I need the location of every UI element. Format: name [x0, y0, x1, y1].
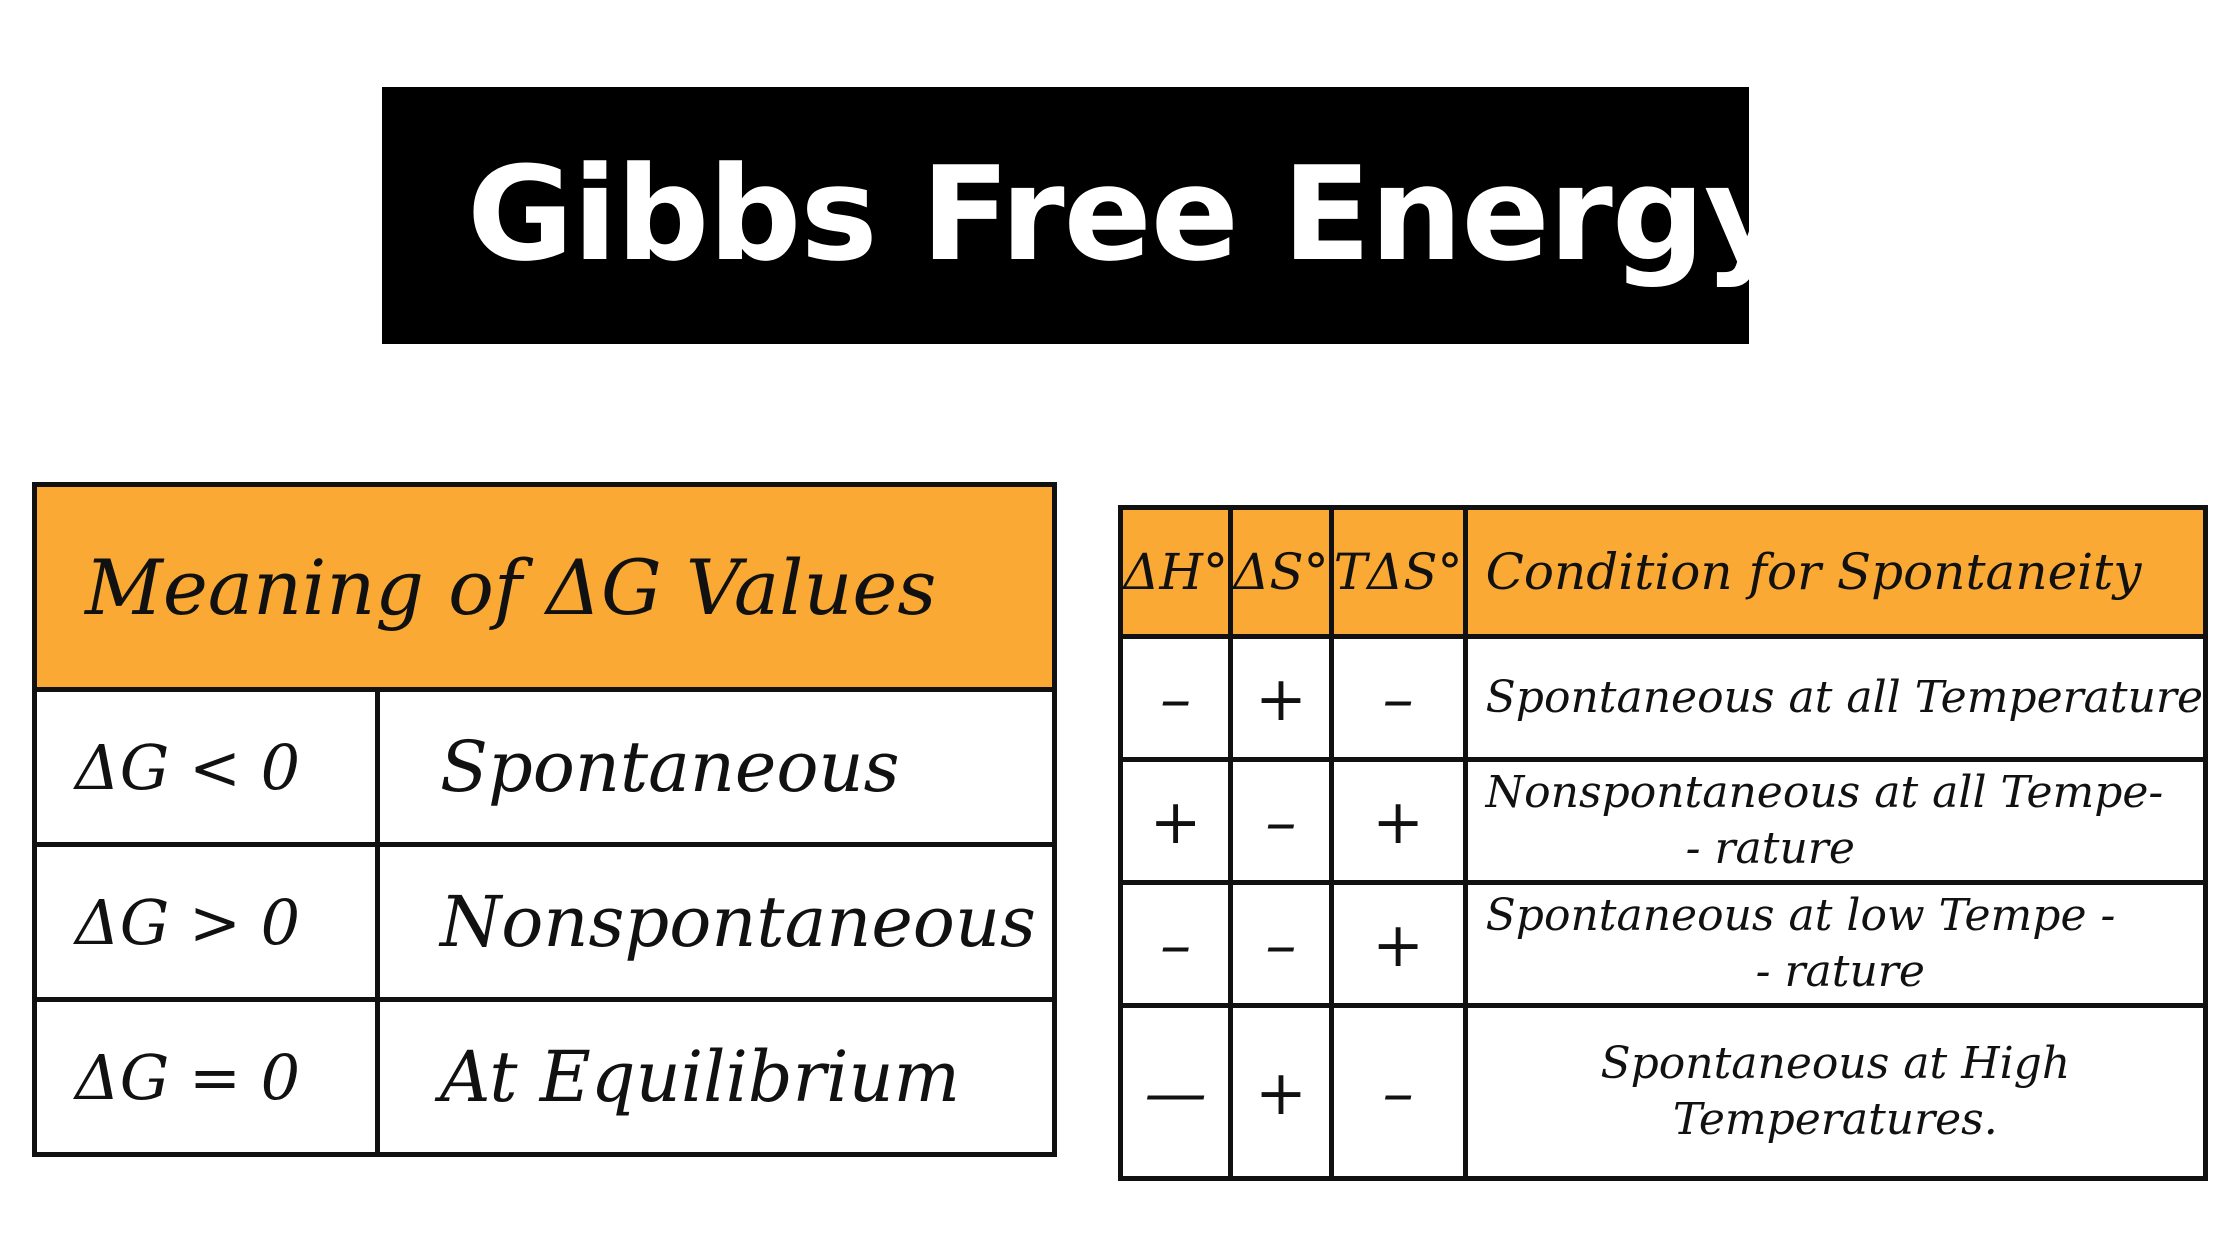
delta-h-cell: – [1117, 634, 1234, 762]
delta-s-cell: – [1228, 880, 1334, 1008]
delta-g-condition: ΔG > 0 [32, 842, 380, 1002]
delta-h-cell: – [1117, 880, 1234, 1008]
delta-s-cell: + [1228, 1003, 1334, 1181]
delta-g-table-header: Meaning of ΔG Values [32, 482, 1057, 692]
condition-text: Nonspontaneous at all Tempe- [1485, 767, 2164, 818]
table-row: – – + Spontaneous at low Tempe - - ratur… [1117, 880, 2209, 1008]
col-header-t-delta-s: TΔS° [1328, 505, 1468, 639]
table-row: — + – Spontaneous at High Temperatures. [1117, 1003, 2209, 1181]
condition-cell: Spontaneous at low Tempe - - rature [1462, 880, 2209, 1008]
delta-s-cell: – [1228, 757, 1334, 885]
condition-cell: Spontaneous at all Temperature [1462, 634, 2209, 762]
condition-text-continued: Temperatures. [1672, 1094, 1998, 1145]
table-row: ΔG > 0 Nonspontaneous [32, 842, 1057, 1002]
condition-text-continued: - rature [1685, 823, 1855, 874]
col-header-condition: Condition for Spontaneity [1462, 505, 2209, 639]
delta-g-meaning-table: Meaning of ΔG Values ΔG < 0 Spontaneous … [32, 482, 1057, 1157]
title-banner: Gibbs Free Energy [382, 87, 1789, 344]
delta-s-cell: + [1228, 634, 1334, 762]
col-header-delta-s: ΔS° [1228, 505, 1334, 639]
delta-h-cell: — [1117, 1003, 1234, 1181]
delta-g-meaning: At Equilibrium [375, 997, 1057, 1157]
delta-h-cell: + [1117, 757, 1234, 885]
table-row: + – + Nonspontaneous at all Tempe- - rat… [1117, 757, 2209, 885]
condition-text: Spontaneous at High [1600, 1038, 2071, 1089]
delta-g-meaning: Spontaneous [375, 687, 1057, 847]
condition-text: Spontaneous at all Temperature [1485, 672, 2203, 723]
spontaneity-conditions-table: ΔH° ΔS° TΔS° Condition for Spontaneity –… [1117, 505, 2209, 1181]
t-delta-s-cell: + [1328, 880, 1468, 1008]
page-title: Gibbs Free Energy [467, 138, 1789, 290]
table-row: ΔG < 0 Spontaneous [32, 687, 1057, 847]
table-row: – + – Spontaneous at all Temperature [1117, 634, 2209, 762]
delta-g-condition: ΔG = 0 [32, 997, 380, 1157]
t-delta-s-cell: – [1328, 1003, 1468, 1181]
t-delta-s-cell: – [1328, 634, 1468, 762]
table-row: ΔG = 0 At Equilibrium [32, 997, 1057, 1157]
delta-g-condition: ΔG < 0 [32, 687, 380, 847]
condition-text: Spontaneous at low Tempe - [1485, 890, 2116, 941]
condition-cell: Spontaneous at High Temperatures. [1462, 1003, 2209, 1181]
delta-g-table-title: Meaning of ΔG Values [85, 542, 937, 632]
t-delta-s-cell: + [1328, 757, 1468, 885]
condition-cell: Nonspontaneous at all Tempe- - rature [1462, 757, 2209, 885]
col-header-delta-h: ΔH° [1117, 505, 1234, 639]
spontaneity-table-header: ΔH° ΔS° TΔS° Condition for Spontaneity [1117, 505, 2209, 639]
delta-g-meaning: Nonspontaneous [375, 842, 1057, 1002]
condition-text-continued: - rature [1755, 946, 1925, 997]
